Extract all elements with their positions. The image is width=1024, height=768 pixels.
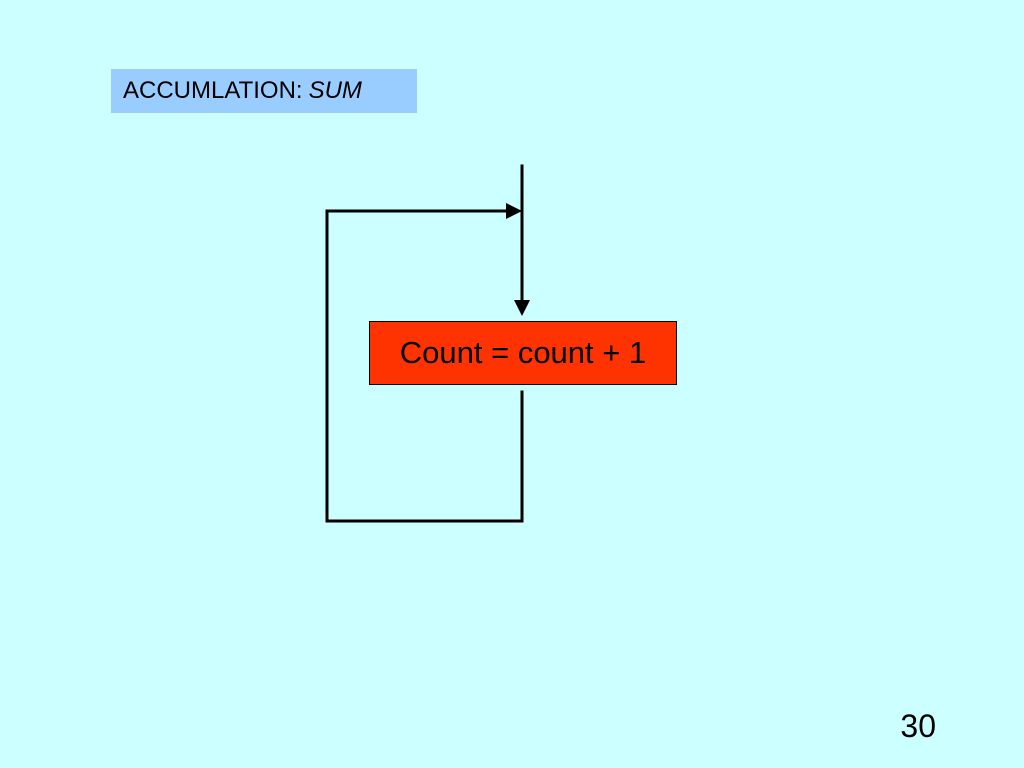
arrowhead-right-icon xyxy=(506,203,522,219)
arrowhead-down-icon xyxy=(514,300,530,316)
slide-title: ACCUMLATION: SUM xyxy=(111,69,417,113)
page-number: 30 xyxy=(900,708,936,744)
title-emphasis: SUM xyxy=(308,77,362,104)
title-label: ACCUMLATION: xyxy=(123,77,303,104)
process-box-text: Count = count + 1 xyxy=(399,335,647,370)
process-box: Count = count + 1 xyxy=(369,321,677,385)
